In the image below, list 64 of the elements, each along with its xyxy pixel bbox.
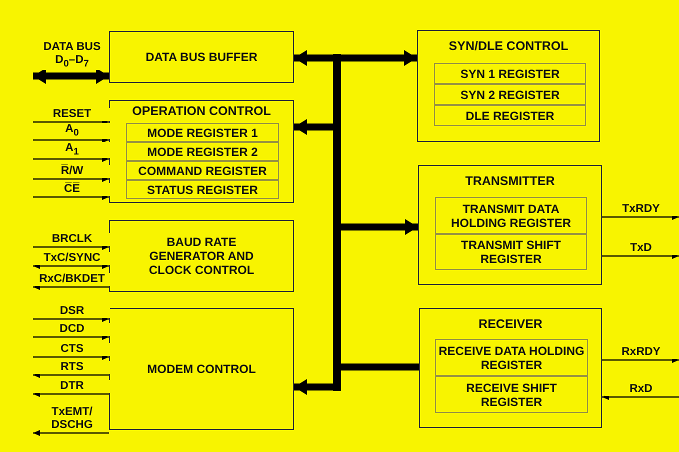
- register-box: [434, 84, 586, 105]
- signal-arrow: [33, 316, 109, 322]
- register-label: RECEIVE SHIFT REGISTER: [465, 380, 558, 408]
- register-label: MODE REGISTER 2: [147, 144, 258, 158]
- register-box: [126, 123, 279, 142]
- signal-arrow: [602, 394, 679, 400]
- signal-label: DTR: [34, 380, 110, 393]
- signal-arrow: [602, 357, 679, 363]
- register-box: [126, 161, 279, 180]
- register-label: RECEIVE DATA HOLDING REGISTER: [438, 344, 586, 372]
- data-bus-bar: [333, 54, 341, 391]
- register-label: SYN 1 REGISTER: [460, 66, 560, 80]
- signal-arrow: [33, 176, 109, 182]
- block-label: DATA BUS BUFFER: [146, 50, 258, 64]
- block-label: BAUD RATE GENERATOR AND CLOCK CONTROL: [148, 235, 256, 277]
- register-box: [434, 105, 586, 126]
- block-box: [109, 100, 294, 203]
- register-box: [435, 376, 588, 413]
- register-label: TRANSMIT SHIFT REGISTER: [460, 238, 562, 266]
- signal-arrow: [33, 119, 109, 125]
- signal-arrow: [33, 194, 109, 200]
- signal-arrow: [33, 244, 109, 250]
- bus-connector: [341, 219, 418, 235]
- block-heading: SYN/DLE CONTROL: [448, 39, 570, 53]
- register-label: SYN 2 REGISTER: [460, 88, 560, 102]
- signal-arrow: [33, 156, 109, 162]
- signal-arrow: [33, 334, 109, 340]
- signal-arrow: [602, 253, 679, 259]
- register-box: [126, 142, 279, 161]
- register-box: [434, 63, 586, 84]
- signal-arrow: [33, 354, 109, 360]
- signal-label: TxC/SYNC: [34, 252, 110, 265]
- signal-arrow: [33, 263, 109, 269]
- block-heading: OPERATION CONTROL: [131, 104, 272, 118]
- block-heading: TRANSMITTER: [464, 174, 556, 188]
- block-label: MODEM CONTROL: [146, 362, 257, 376]
- signal-arrow: [33, 391, 109, 397]
- bus-connector: [294, 119, 333, 135]
- block-box: [109, 220, 294, 292]
- signal-label: RTS: [34, 361, 110, 374]
- register-label: STATUS REGISTER: [147, 182, 258, 196]
- bus-connector: [33, 68, 109, 84]
- register-label: COMMAND REGISTER: [138, 164, 267, 178]
- register-label: DLE REGISTER: [466, 108, 554, 122]
- register-label: MODE REGISTER 1: [147, 126, 258, 140]
- register-box: [435, 234, 587, 270]
- signal-arrow: [33, 137, 109, 143]
- register-label: TRANSMIT DATA HOLDING REGISTER: [450, 202, 572, 230]
- bus-connector: [294, 379, 333, 395]
- signal-arrow: [33, 430, 109, 436]
- register-box: [435, 197, 587, 234]
- bus-connector: [294, 50, 333, 66]
- bus-connector: [341, 364, 419, 370]
- signal-arrow: [602, 214, 679, 220]
- block-box: [109, 31, 294, 83]
- signal-label: RxC/BKDET: [34, 273, 110, 286]
- register-box: [126, 180, 279, 199]
- block-box: [419, 308, 602, 428]
- signal-arrow: [33, 284, 109, 290]
- signal-arrow: [33, 372, 109, 378]
- bus-connector: [341, 50, 417, 66]
- block-box: [418, 165, 602, 285]
- block-heading: RECEIVER: [478, 317, 544, 331]
- block-box: [417, 30, 600, 142]
